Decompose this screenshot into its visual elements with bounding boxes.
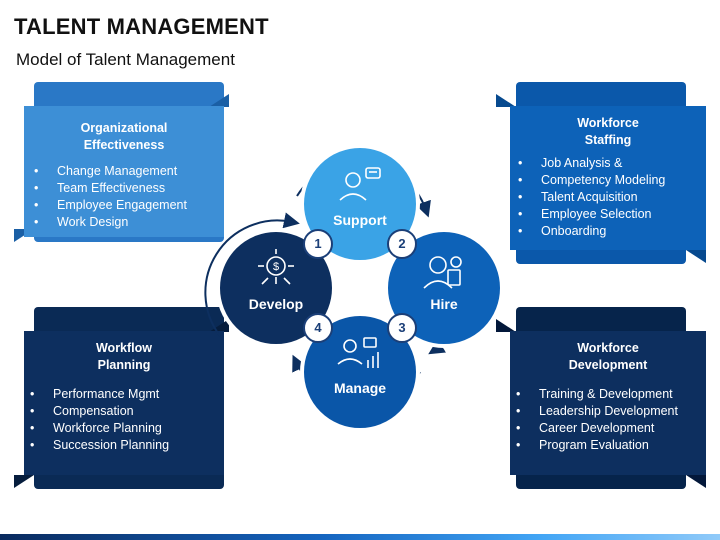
bottom-gradient-bar <box>0 534 720 540</box>
panel-fold <box>496 94 516 107</box>
panel-title-line: Effectiveness <box>83 138 165 152</box>
panel-title-line: Planning <box>97 358 151 372</box>
circle-hire <box>384 228 504 348</box>
list-item: Workforce Planning <box>30 420 224 437</box>
svg-text:$: $ <box>273 261 279 273</box>
money-gear-icon: $ <box>258 249 294 285</box>
list-item: Succession Planning <box>30 437 224 454</box>
list-item: Competency Modeling <box>518 172 706 189</box>
step-badge-3: 3 <box>387 313 417 343</box>
panel-title-line: Development <box>568 358 648 372</box>
cycle-label-support: Support <box>333 212 387 228</box>
panel-list: Training & Development Leadership Develo… <box>510 386 706 454</box>
panel-title-line: Organizational <box>80 121 168 135</box>
list-item: Program Evaluation <box>516 437 706 454</box>
list-item: Change Management <box>34 163 224 180</box>
page-title: TALENT MANAGEMENT <box>14 14 269 39</box>
support-agent-icon <box>339 167 381 201</box>
list-item: Training & Development <box>516 386 706 403</box>
step-badge-2: 2 <box>387 229 417 259</box>
page-subtitle: Model of Talent Management <box>16 50 235 69</box>
step-badge-1: 1 <box>303 229 333 259</box>
circle-develop <box>216 228 336 348</box>
panel-title-line: Workflow <box>95 341 153 355</box>
panel-title-line: Workforce <box>577 341 639 355</box>
list-item: Career Development <box>516 420 706 437</box>
list-item: Employee Engagement <box>34 197 224 214</box>
list-item: Team Effectiveness <box>34 180 224 197</box>
list-item: Job Analysis & <box>518 155 706 172</box>
step-badge-4: 4 <box>303 313 333 343</box>
panel-fold <box>686 250 706 263</box>
cycle-arrow-arc <box>204 212 300 337</box>
panel-list: Performance Mgmt Compensation Workforce … <box>24 386 224 454</box>
circle-support <box>300 144 420 264</box>
panel-title-line: Workforce <box>577 116 639 130</box>
panel-list: Job Analysis & Competency Modeling Talen… <box>510 155 706 240</box>
manager-chart-icon <box>337 337 379 368</box>
list-item: Talent Acquisition <box>518 189 706 206</box>
panel-fold <box>496 319 516 332</box>
list-item: Onboarding <box>518 223 706 240</box>
panel-list: Change Management Team Effectiveness Emp… <box>24 163 224 231</box>
list-item: Compensation <box>30 403 224 420</box>
list-item: Leadership Development <box>516 403 706 420</box>
cycle-label-hire: Hire <box>430 296 458 312</box>
list-item: Performance Mgmt <box>30 386 224 403</box>
panel-fold <box>209 94 229 107</box>
hire-candidate-icon <box>423 256 462 289</box>
list-item: Work Design <box>34 214 224 231</box>
cycle-label-develop: Develop <box>248 296 304 312</box>
circle-manage <box>300 312 420 432</box>
cycle-label-manage: Manage <box>333 380 387 396</box>
list-item: Employee Selection <box>518 206 706 223</box>
panel-fold <box>686 475 706 488</box>
panel-title-line: Staffing <box>584 133 632 147</box>
panel-fold <box>14 475 34 488</box>
